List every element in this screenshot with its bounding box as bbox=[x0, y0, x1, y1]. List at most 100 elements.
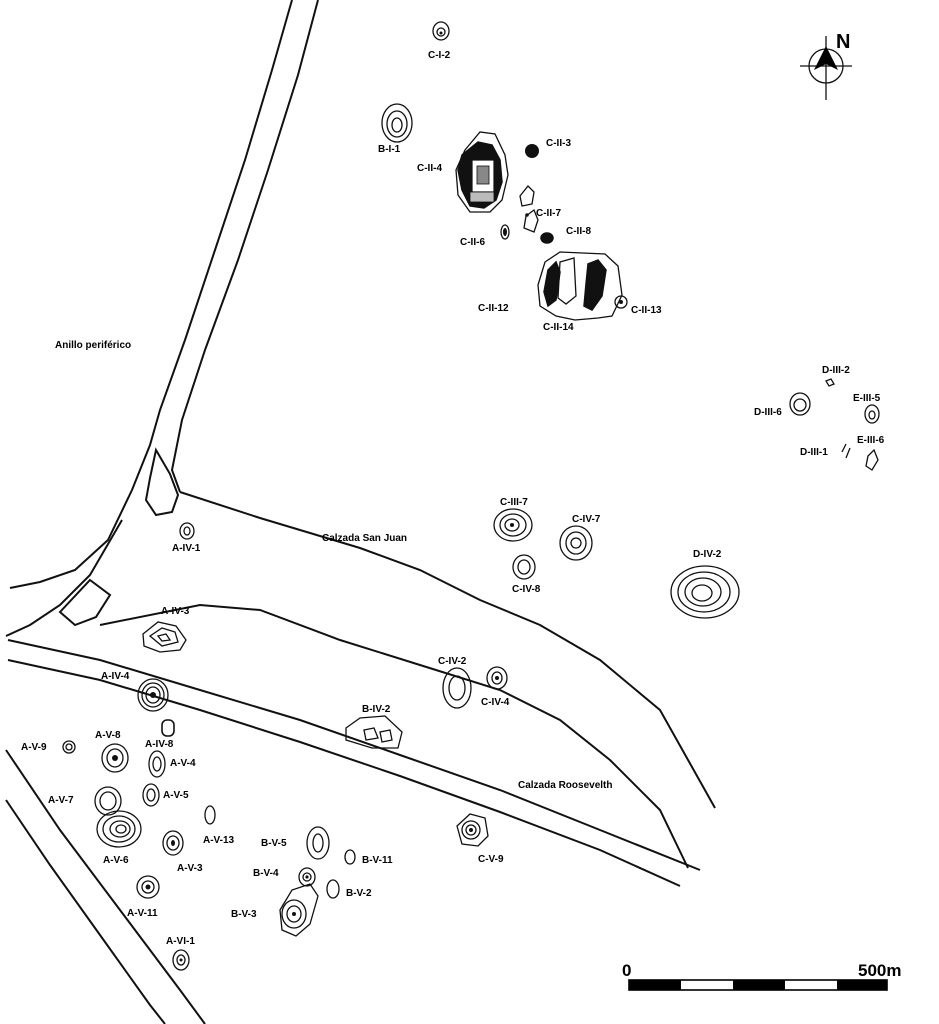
site-a-v-7 bbox=[94, 786, 122, 816]
site-label-c-iii-7: C-III-7 bbox=[500, 497, 528, 508]
site-label-b-i-1: B-I-1 bbox=[378, 144, 401, 155]
site-d-iii-1 bbox=[841, 443, 851, 459]
site-c-ii-3 bbox=[525, 144, 539, 158]
site-b-v-5 bbox=[306, 826, 330, 860]
site-label-c-ii-4: C-II-4 bbox=[417, 163, 442, 174]
site-label-a-vi-1: A-VI-1 bbox=[166, 936, 195, 947]
north-arrow-pointer bbox=[814, 46, 838, 70]
site-label-a-v-6: A-V-6 bbox=[103, 855, 129, 866]
southwest-road-north-edge bbox=[5, 749, 206, 1024]
site-c-ii-6 bbox=[500, 224, 510, 240]
site-label-a-v-7: A-V-7 bbox=[48, 795, 74, 806]
site-a-v-6 bbox=[96, 810, 142, 848]
site-c-ii-8 bbox=[540, 232, 554, 244]
site-c-iv-8 bbox=[512, 554, 536, 580]
site-c-ii-12-14-platform bbox=[537, 251, 623, 321]
site-label-c-ii-3: C-II-3 bbox=[546, 138, 571, 149]
site-label-d-iii-2: D-III-2 bbox=[822, 365, 850, 376]
site-a-v-11 bbox=[136, 875, 160, 899]
site-label-c-ii-7: C-II-7 bbox=[536, 208, 561, 219]
site-label-c-ii-6: C-II-6 bbox=[460, 237, 485, 248]
site-label-a-v-4: A-V-4 bbox=[170, 758, 196, 769]
scale-bar-segment-3 bbox=[733, 980, 785, 990]
site-a-v-13 bbox=[204, 805, 216, 825]
site-d-iii-6 bbox=[789, 392, 811, 416]
site-label-d-iv-2: D-IV-2 bbox=[693, 549, 722, 560]
site-label-b-iv-2: B-IV-2 bbox=[362, 704, 391, 715]
site-label-c-ii-12: C-II-12 bbox=[478, 303, 509, 314]
site-a-iv-8 bbox=[161, 719, 175, 737]
site-c-iii-7 bbox=[493, 508, 533, 542]
site-b-v-11 bbox=[344, 849, 356, 865]
site-e-iii-5 bbox=[864, 404, 880, 424]
roosevelt-north-edge bbox=[7, 639, 701, 871]
perimeter-road-west-edge bbox=[9, 0, 293, 589]
site-a-iv-3 bbox=[142, 621, 187, 653]
site-a-iv-1 bbox=[179, 522, 195, 540]
site-label-c-iv-7: C-IV-7 bbox=[572, 514, 601, 525]
site-b-i-1 bbox=[381, 103, 413, 143]
site-label-a-v-11: A-V-11 bbox=[127, 908, 158, 919]
site-label-a-v-8: A-V-8 bbox=[95, 730, 121, 741]
north-label: N bbox=[836, 31, 850, 53]
site-label-c-v-9: C-V-9 bbox=[478, 854, 504, 865]
site-label-c-ii-14: C-II-14 bbox=[543, 322, 574, 333]
site-labels: C-I-2 B-I-1 C-II-3 C-II-4 C-II-7 C-II-6 … bbox=[21, 50, 885, 947]
scale-start-label: 0 bbox=[622, 961, 631, 980]
site-c-iv-2 bbox=[442, 667, 472, 709]
site-label-c-iv-4: C-IV-4 bbox=[481, 697, 510, 708]
road-label-perimeter: Anillo periférico bbox=[55, 340, 131, 351]
site-a-v-3 bbox=[162, 830, 184, 856]
site-b-v-3 bbox=[279, 883, 319, 937]
scale-end-label: 500m bbox=[858, 961, 901, 980]
site-c-iv-4 bbox=[486, 666, 508, 690]
site-label-a-iv-3: A-IV-3 bbox=[161, 606, 190, 617]
site-label-a-iv-4: A-IV-4 bbox=[101, 671, 130, 682]
site-a-v-9 bbox=[62, 740, 76, 754]
site-b-v-2 bbox=[326, 879, 340, 899]
site-label-a-v-13: A-V-13 bbox=[203, 835, 235, 846]
site-label-e-iii-5: E-III-5 bbox=[853, 393, 881, 404]
road-network bbox=[5, 0, 716, 1024]
site-label-c-iv-8: C-IV-8 bbox=[512, 584, 541, 595]
site-label-c-ii-8: C-II-8 bbox=[566, 226, 591, 237]
road-label-roosevelt: Calzada Roosevelth bbox=[518, 780, 612, 791]
site-c-v-9 bbox=[456, 813, 489, 847]
north-arrow: N bbox=[800, 31, 852, 100]
site-label-a-iv-1: A-IV-1 bbox=[172, 543, 201, 554]
site-label-d-iii-6: D-III-6 bbox=[754, 407, 782, 418]
site-label-d-iii-1: D-III-1 bbox=[800, 447, 828, 458]
perimeter-road-west-island bbox=[58, 578, 112, 627]
scale-bar: 0 500m bbox=[622, 961, 901, 991]
site-label-c-iv-2: C-IV-2 bbox=[438, 656, 467, 667]
roundabout-island bbox=[144, 447, 180, 517]
site-c-ii-4 bbox=[455, 131, 509, 213]
site-label-e-iii-6: E-III-6 bbox=[857, 435, 885, 446]
site-c-ii-13 bbox=[614, 295, 628, 309]
site-a-vi-1 bbox=[172, 949, 190, 971]
scale-bar-segment-1 bbox=[629, 980, 681, 990]
site-label-a-v-9: A-V-9 bbox=[21, 742, 47, 753]
site-label-b-v-4: B-V-4 bbox=[253, 868, 279, 879]
site-b-v-4 bbox=[298, 867, 316, 887]
perimeter-road-east-edge bbox=[170, 0, 319, 493]
site-label-a-v-3: A-V-3 bbox=[177, 863, 203, 874]
site-a-v-8 bbox=[101, 743, 129, 773]
roosevelt-south-edge bbox=[7, 659, 681, 887]
site-d-iii-2 bbox=[825, 378, 835, 387]
site-label-b-v-2: B-V-2 bbox=[346, 888, 372, 899]
site-c-ii-7 bbox=[519, 185, 539, 233]
site-features bbox=[62, 21, 880, 971]
site-label-b-v-11: B-V-11 bbox=[362, 855, 393, 866]
southwest-road-south-edge bbox=[5, 799, 166, 1024]
site-d-iv-2 bbox=[670, 565, 740, 619]
site-b-iv-2 bbox=[345, 715, 403, 749]
site-c-iv-7 bbox=[559, 525, 593, 561]
site-label-a-iv-8: A-IV-8 bbox=[145, 739, 174, 750]
site-label-b-v-5: B-V-5 bbox=[261, 838, 287, 849]
perimeter-road-west-bend bbox=[5, 519, 123, 637]
site-a-iv-4 bbox=[137, 678, 169, 712]
road-label-san-juan: Calzada San Juan bbox=[322, 533, 407, 544]
site-e-iii-6 bbox=[865, 448, 879, 471]
